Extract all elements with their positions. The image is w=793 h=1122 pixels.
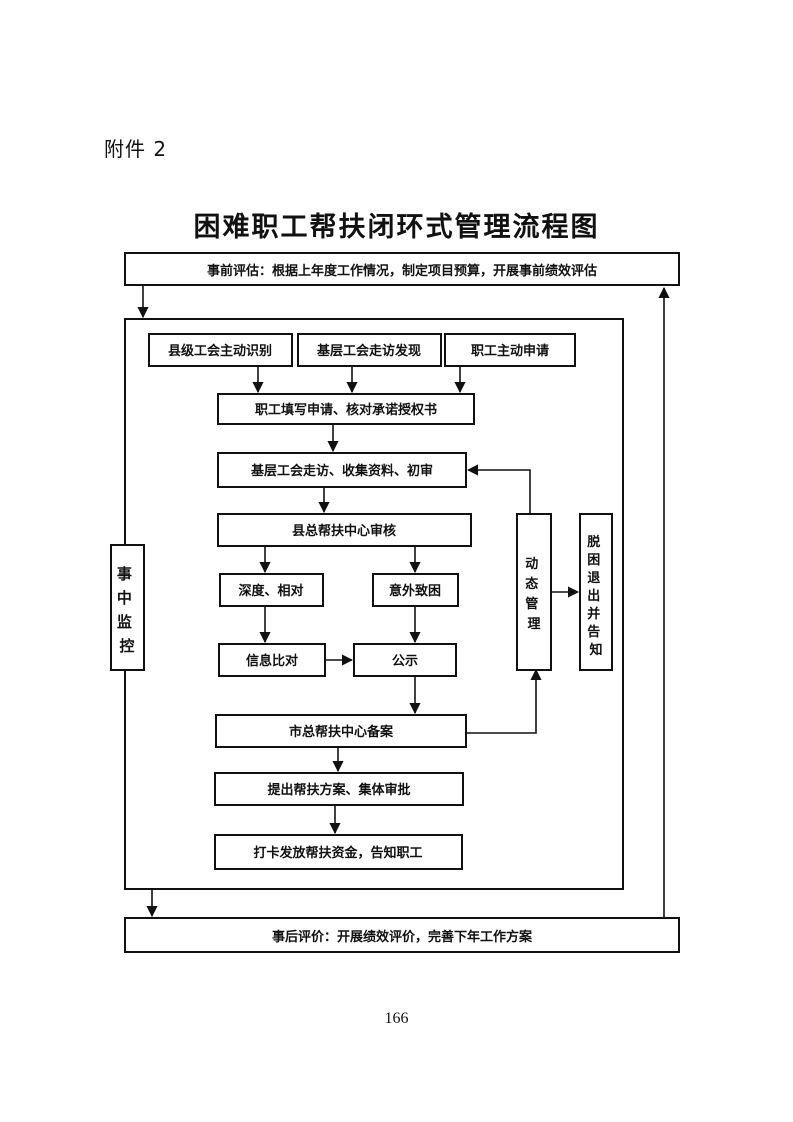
post-evaluation-label: 事后评价： xyxy=(272,929,337,945)
mid-monitor-text: 事 中 监 控 xyxy=(117,565,137,655)
page-title: 困难职工帮扶闭环式管理流程图 xyxy=(193,212,600,243)
post-evaluation-box: 事后评价：开展绩效评价，完善下年工作方案 xyxy=(124,917,680,953)
apply-label: 职工填写申请、核对承诺授权书 xyxy=(255,402,437,418)
source-worker-apply-label: 职工主动申请 xyxy=(471,343,549,359)
apply-box: 职工填写申请、核对承诺授权书 xyxy=(217,393,475,425)
source-county-identify-label: 县级工会主动识别 xyxy=(168,343,272,359)
source-grassroots-visit: 基层工会走访发现 xyxy=(297,333,442,367)
funding-box: 打卡发放帮扶资金，告知职工 xyxy=(214,834,463,870)
dynamic-management-box: 动 态 管 理 xyxy=(516,513,552,671)
publicity-label: 公示 xyxy=(392,654,418,669)
deep-relative-box: 深度、相对 xyxy=(219,573,324,607)
exit-notice-text: 脱 困 退 出 并 告 知 xyxy=(587,534,605,658)
county-review-box: 县总帮扶中心审核 xyxy=(217,513,472,547)
funding-label: 打卡发放帮扶资金，告知职工 xyxy=(253,845,422,861)
page-number: 166 xyxy=(384,1010,409,1027)
source-grassroots-visit-label: 基层工会走访发现 xyxy=(316,343,421,359)
info-compare-box: 信息比对 xyxy=(218,643,326,677)
grassroots-review-label: 基层工会走访、收集资料、初审 xyxy=(250,463,433,479)
accident-poverty-box: 意外致困 xyxy=(372,573,459,607)
post-evaluation-text: 开展绩效评价，完善下年工作方案 xyxy=(337,929,533,945)
arrow-city-to-dynamic xyxy=(466,668,542,734)
plan-box: 提出帮扶方案、集体审批 xyxy=(214,772,464,806)
publicity-box: 公示 xyxy=(353,643,457,677)
city-record-box: 市总帮扶中心备案 xyxy=(215,714,467,748)
deep-relative-label: 深度、相对 xyxy=(238,583,303,599)
grassroots-review-box: 基层工会走访、收集资料、初审 xyxy=(217,452,467,488)
info-compare-label: 信息比对 xyxy=(246,653,298,669)
svg-text:事前评估：根据上年度工作情况，制定项目预算，开展事前绩效评估: 事前评估：根据上年度工作情况，制定项目预算，开展事前绩效评估 xyxy=(207,263,597,279)
county-review-label: 县总帮扶中心审核 xyxy=(292,523,396,539)
source-county-identify: 县级工会主动识别 xyxy=(148,333,293,367)
plan-label: 提出帮扶方案、集体审批 xyxy=(267,782,410,798)
attachment-label: 附件 2 xyxy=(104,137,168,161)
city-record-label: 市总帮扶中心备案 xyxy=(289,724,394,740)
pre-evaluation-box: 事前评估：根据上年度工作情况，制定项目预算，开展事前绩效评估 xyxy=(124,252,680,286)
mid-monitor-box: 事 中 监 控 xyxy=(110,544,145,671)
accident-poverty-label: 意外致困 xyxy=(389,583,441,599)
pre-evaluation-text: 根据上年度工作情况，制定项目预算，开展事前绩效评估 xyxy=(272,263,597,279)
svg-text:事后评价：开展绩效评价，完善下年工作方案: 事后评价：开展绩效评价，完善下年工作方案 xyxy=(272,929,533,945)
dynamic-management-text: 动 态 管 理 xyxy=(525,557,543,632)
arrow-dynamic-to-grassroots xyxy=(466,464,531,514)
exit-notice-box: 脱 困 退 出 并 告 知 xyxy=(579,513,613,671)
source-worker-apply: 职工主动申请 xyxy=(444,333,576,367)
pre-evaluation-label: 事前评估： xyxy=(207,263,272,279)
